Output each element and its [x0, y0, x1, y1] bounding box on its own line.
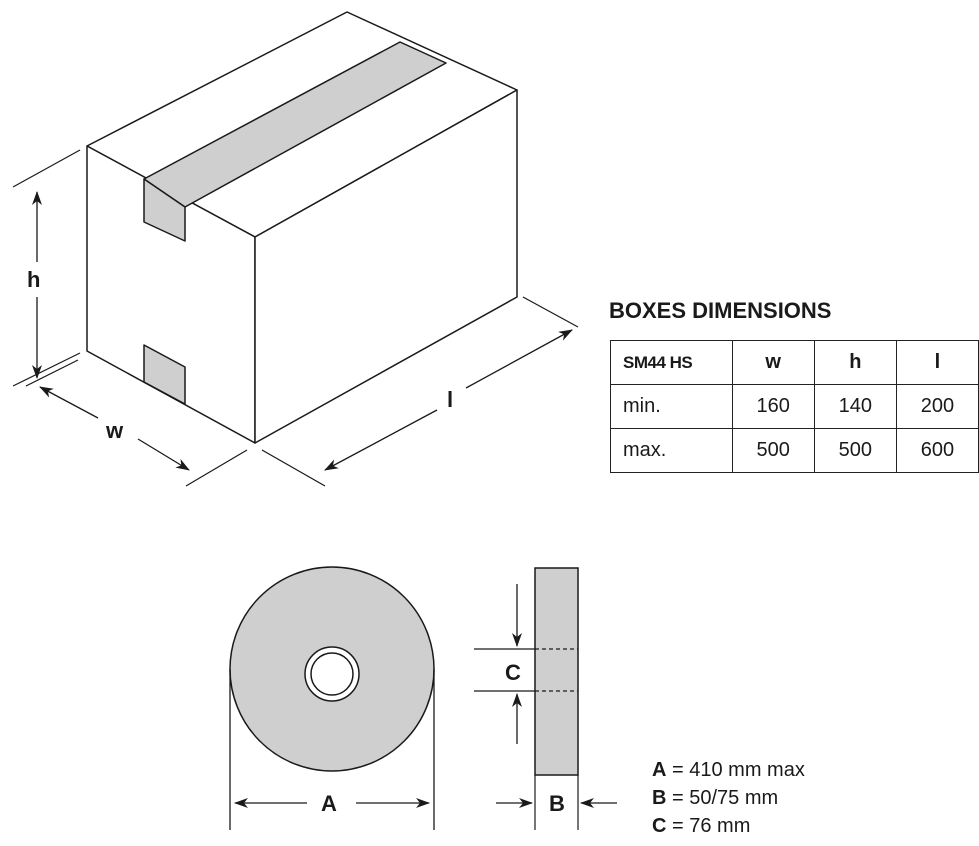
roll-core-inner [310, 652, 354, 696]
spec-b-key: B [652, 787, 667, 809]
row-label: min. [610, 384, 733, 429]
row-label: max. [610, 428, 733, 473]
spec-b-text: = 50/75 mm [666, 787, 779, 809]
a-label: A [321, 791, 337, 816]
spec-c: C = 76 mm [652, 814, 750, 838]
w-dimension [39, 386, 190, 471]
tape-front-lower [143, 344, 186, 405]
box-extension-lines [12, 149, 579, 487]
header-model: SM44 HS [610, 340, 733, 385]
box-side-face [254, 89, 518, 444]
b-label: B [549, 791, 565, 816]
cell-w: 160 [731, 384, 815, 429]
spec-a: A = 410 mm max [652, 758, 805, 782]
roll-side-rect [534, 567, 579, 776]
table-header-row: SM44 HS w h l [610, 340, 979, 385]
spec-b: B = 50/75 mm [652, 786, 778, 810]
cell-h: 140 [813, 384, 897, 429]
box-dimensions-table: SM44 HS w h l min. 160 140 200 max. 500 … [610, 340, 979, 473]
table-row: min. 160 140 200 [610, 384, 979, 429]
roll-side-view [474, 567, 579, 830]
w-label: w [105, 418, 124, 443]
roll-front-view [229, 566, 435, 772]
header-w: w [731, 340, 815, 385]
table-title: BOXES DIMENSIONS [609, 298, 832, 323]
cell-w: 500 [731, 428, 815, 473]
spec-a-key: A [652, 759, 667, 781]
c-label: C [505, 660, 521, 685]
header-h: h [813, 340, 897, 385]
tape-front-upper [143, 178, 186, 242]
box-drawing [86, 11, 518, 444]
cell-l: 200 [895, 384, 979, 429]
spec-c-text: = 76 mm [666, 815, 751, 837]
cell-h: 500 [813, 428, 897, 473]
table-row: max. 500 500 600 [610, 428, 979, 473]
spec-a-text: = 410 mm max [666, 759, 805, 781]
l-dimension [324, 329, 573, 471]
spec-c-key: C [652, 815, 667, 837]
cell-l: 600 [895, 428, 979, 473]
a-dimension [229, 669, 435, 830]
l-label: l [447, 387, 453, 412]
h-label: h [27, 267, 40, 292]
header-l: l [895, 340, 979, 385]
